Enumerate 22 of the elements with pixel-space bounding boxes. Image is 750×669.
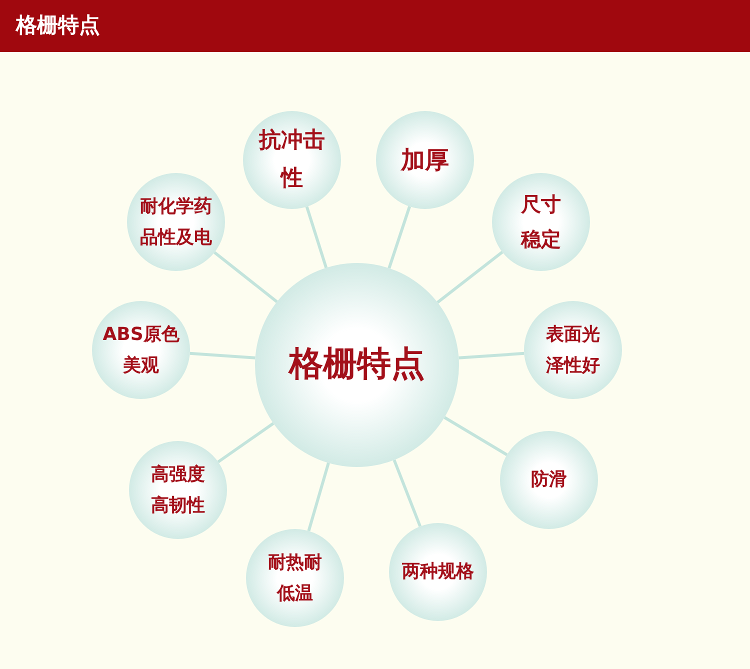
connector-line	[388, 206, 411, 269]
feature-label: 两种规格	[401, 560, 475, 584]
feature-label: ABS原色美观	[102, 322, 180, 378]
connector-line	[458, 352, 524, 360]
connector-line	[190, 352, 256, 360]
connector-line	[436, 250, 504, 304]
feature-label: 高强度高韧性	[150, 462, 206, 518]
feature-label: 加厚	[400, 145, 450, 176]
feature-label: 抗冲击性	[258, 126, 326, 193]
feature-label: 尺寸稳定	[520, 191, 562, 253]
feature-label: 格栅特点	[287, 343, 426, 386]
feature-label: 耐热耐低温	[267, 550, 323, 606]
connector-line	[392, 459, 422, 527]
feature-label: 耐化学药品性及电	[139, 194, 213, 250]
connector-line	[214, 251, 278, 303]
feature-label: 防滑	[530, 468, 568, 492]
page-title: 格栅特点	[16, 12, 100, 40]
connector-line	[305, 206, 328, 268]
feature-label: 表面光泽性好	[544, 322, 601, 378]
connector-line	[307, 462, 330, 532]
connector-line	[444, 416, 508, 456]
connector-line	[217, 422, 274, 464]
